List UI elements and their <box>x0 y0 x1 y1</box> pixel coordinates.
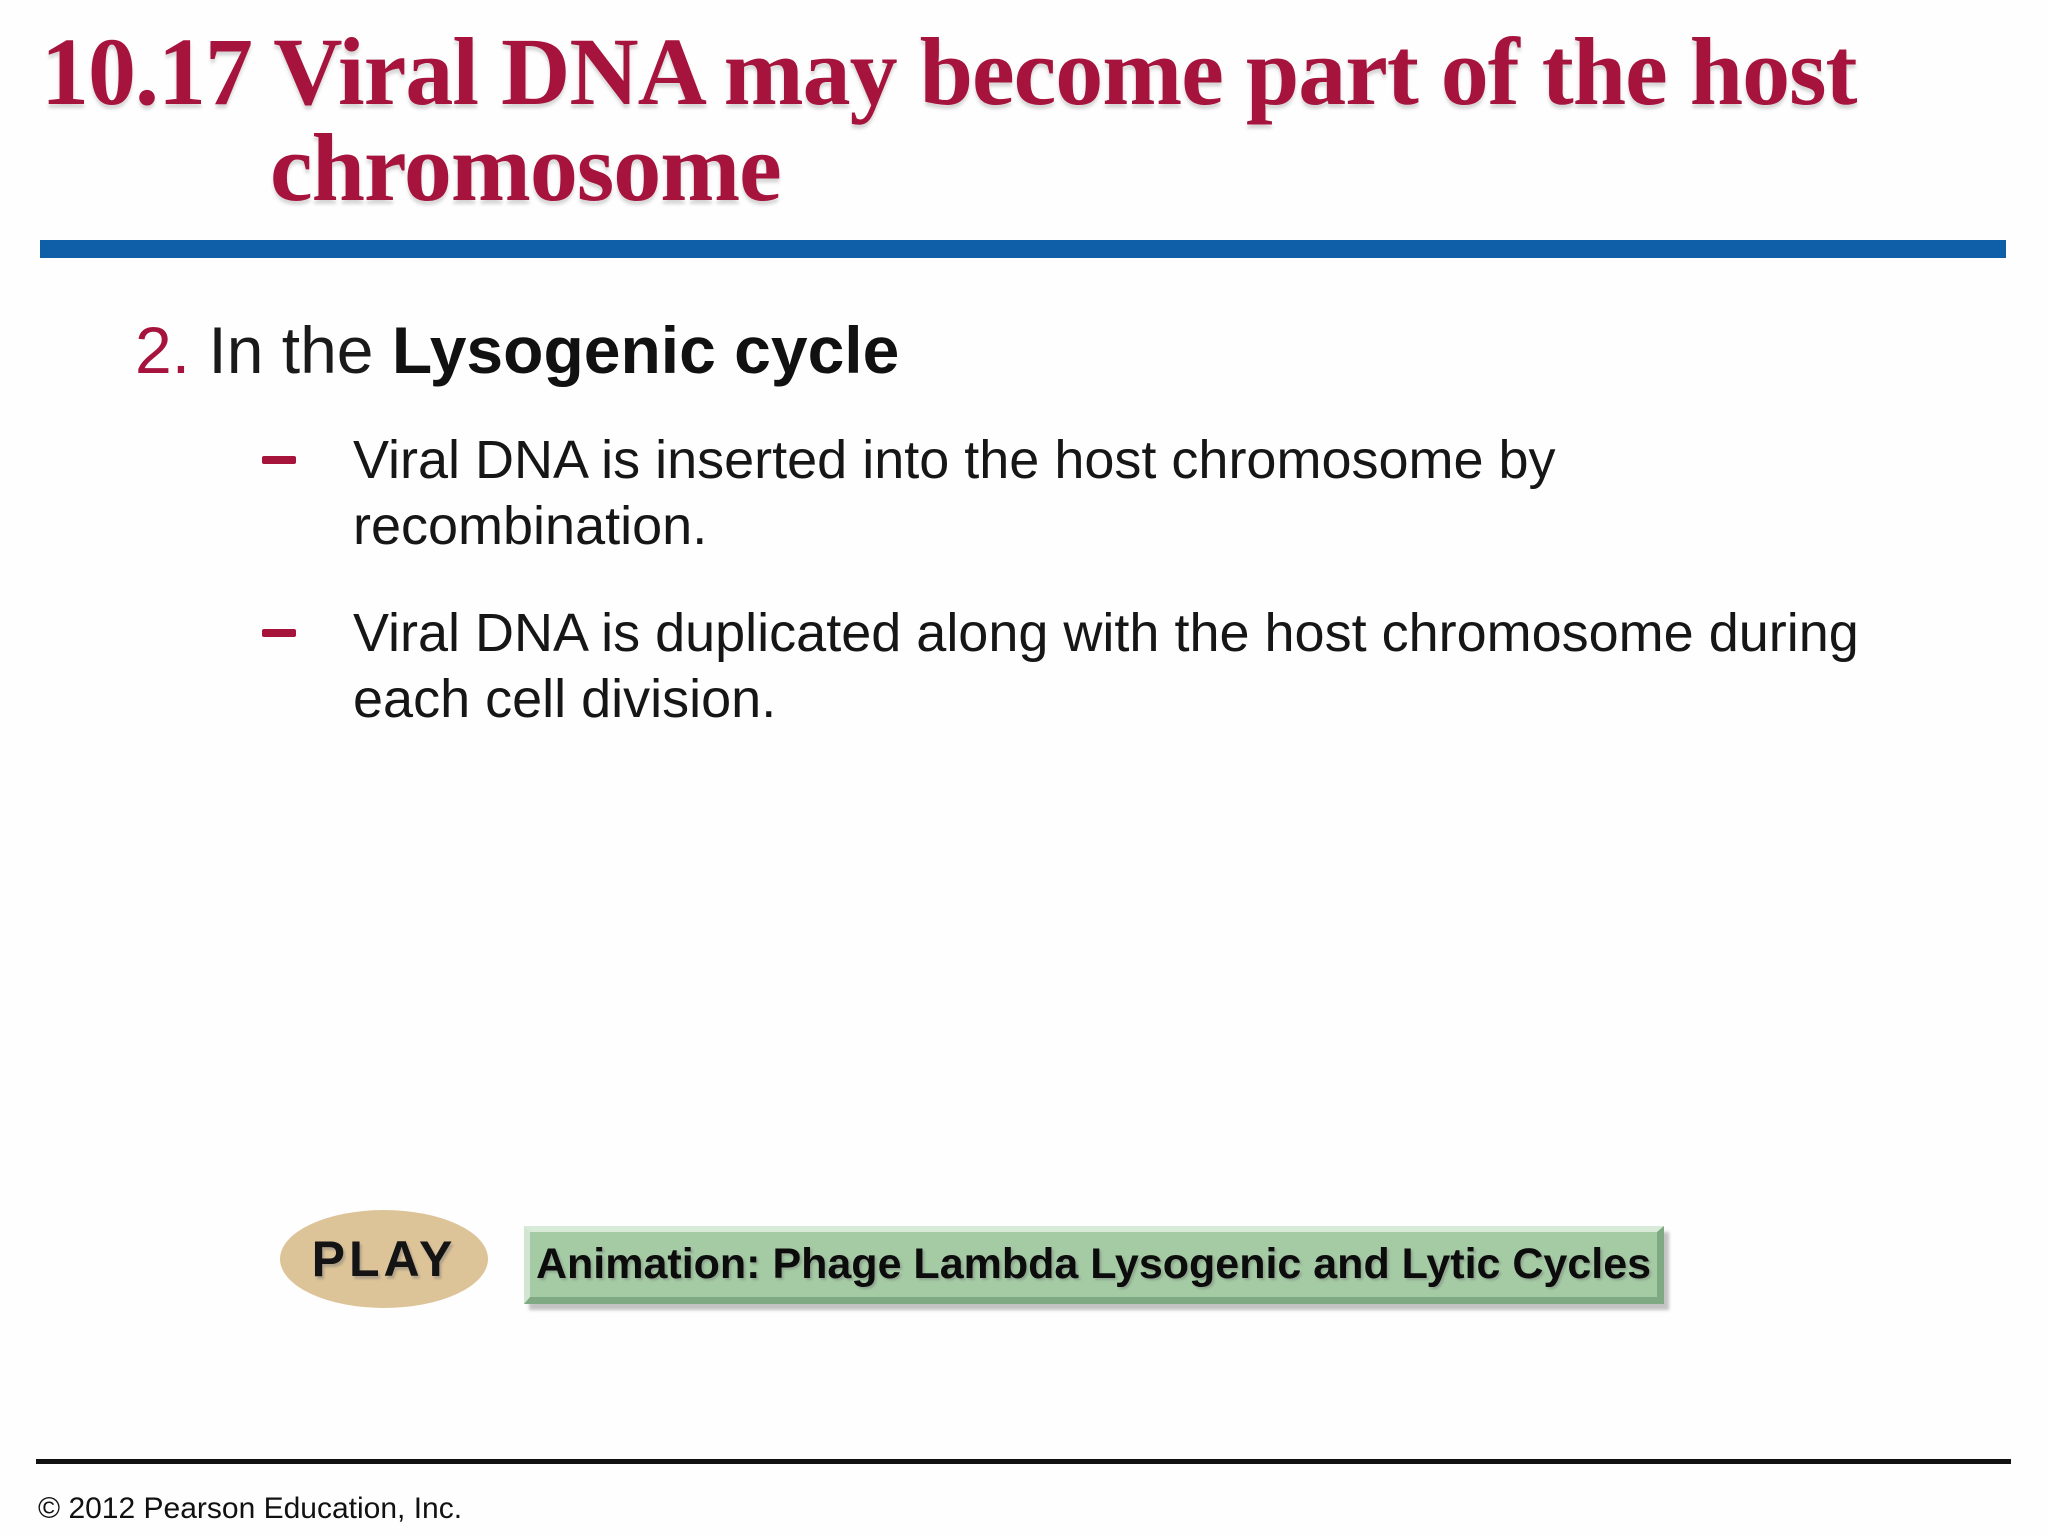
animation-banner[interactable]: Animation: Phage Lambda Lysogenic and Ly… <box>524 1226 1664 1304</box>
play-button[interactable]: PLAY <box>280 1210 488 1308</box>
bullet-line: Viral DNA is duplicated along with the h… <box>353 603 1859 663</box>
play-button-label: PLAY <box>311 1231 457 1287</box>
title-divider <box>40 240 2006 258</box>
title-line-2: chromosome <box>270 114 782 221</box>
footer-divider <box>36 1459 2011 1464</box>
bullet-line: recombination. <box>353 496 708 556</box>
list-item: Viral DNA is inserted into the host chro… <box>250 427 1950 559</box>
bullet-line: each cell division. <box>353 669 777 729</box>
heading-number: 2. <box>135 313 191 387</box>
list-item: Viral DNA is duplicated along with the h… <box>250 600 1950 732</box>
numbered-heading: 2. In the Lysogenic cycle <box>135 317 899 383</box>
bullet-line: Viral DNA is inserted into the host chro… <box>353 430 1556 490</box>
copyright-text: © 2012 Pearson Education, Inc. <box>38 1492 463 1525</box>
heading-emphasis: Lysogenic cycle <box>391 313 900 387</box>
heading-prefix: In the <box>190 313 392 387</box>
title-line-1: 10.17 Viral DNA may become part of the h… <box>41 18 1857 125</box>
bullet-dash-icon <box>262 456 296 464</box>
bullet-dash-icon <box>262 629 296 637</box>
slide-title: 10.17 Viral DNA may become part of the h… <box>41 24 1941 216</box>
bullet-list: Viral DNA is inserted into the host chro… <box>250 427 1950 773</box>
animation-banner-label: Animation: Phage Lambda Lysogenic and Ly… <box>535 1240 1652 1288</box>
